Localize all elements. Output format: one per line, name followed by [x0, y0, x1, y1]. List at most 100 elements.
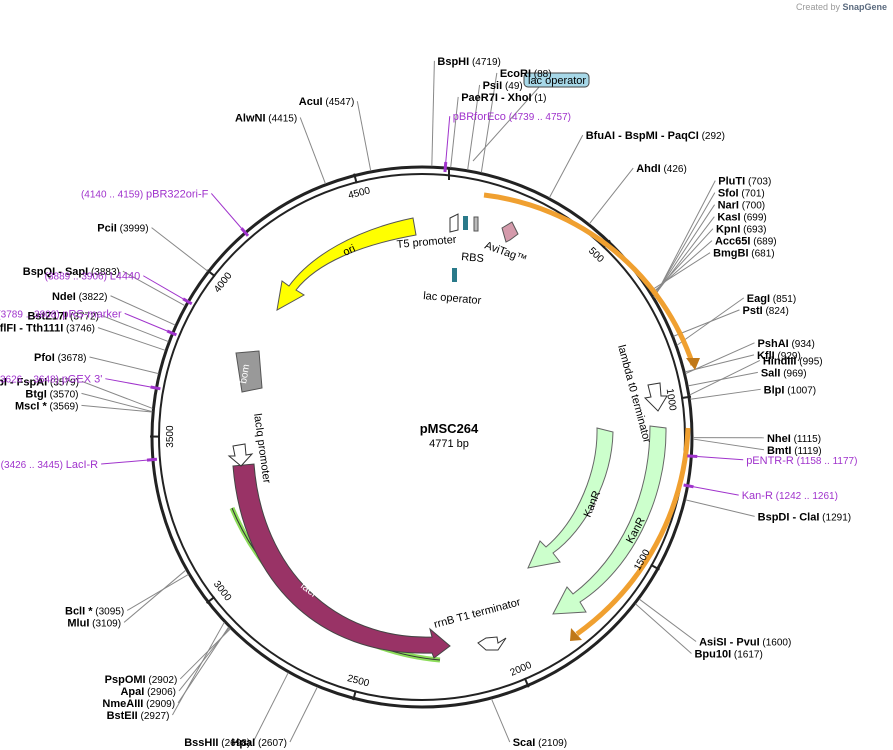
enzyme-site[interactable]: MscI * (3569) — [15, 400, 78, 412]
enzyme-site[interactable]: SalI (969) — [761, 367, 807, 379]
orf-arc-kanr-outer-arrow — [686, 358, 700, 370]
primer-label[interactable]: (3889 .. 3906) L4440 — [45, 271, 141, 283]
enzyme-name: AlwNI — [235, 112, 266, 124]
enzyme-site[interactable]: KpnI (693) — [716, 224, 767, 236]
primer-leader — [445, 116, 451, 163]
enzyme-position: (700) — [739, 201, 765, 212]
enzyme-site[interactable]: KasI (699) — [717, 212, 766, 224]
enzyme-position: (4415) — [266, 113, 298, 124]
enzyme-site[interactable]: BstZ17I (3772) — [27, 311, 98, 323]
enzyme-leader — [653, 204, 716, 297]
enzyme-site[interactable]: NarI (700) — [718, 200, 766, 212]
primer-label[interactable]: Kan-R (1242 .. 1261) — [742, 490, 838, 502]
enzyme-site[interactable]: PluTI (703) — [718, 176, 771, 188]
enzyme-site[interactable]: NdeI (3822) — [52, 291, 108, 303]
enzyme-position: (1007) — [784, 385, 816, 396]
primer-labels: pBRforEco (4739 .. 4757) (4140 .. 4159) p… — [0, 111, 857, 502]
enzyme-site[interactable]: BmtI (1119) — [767, 445, 822, 457]
enzyme-site[interactable]: PspOMI (2902) — [105, 674, 178, 686]
primer-leader — [101, 459, 148, 465]
enzyme-leader — [151, 227, 209, 272]
enzyme-position: (426) — [661, 164, 687, 175]
enzyme-position: (88) — [531, 69, 552, 80]
enzyme-position: (2607) — [255, 738, 287, 749]
enzyme-name: ScaI — [513, 737, 536, 749]
enzyme-site[interactable]: HpaI (2607) — [231, 737, 287, 749]
primer-label[interactable]: (3789 .. 3808) pRS-marker — [0, 308, 122, 320]
enzyme-name: KpnI — [716, 224, 740, 236]
enzyme-site[interactable]: PaeR7I - XhoI (1) — [461, 92, 546, 104]
enzyme-site[interactable]: BclI * (3095) — [65, 605, 124, 617]
enzyme-label: ScaI (2109) — [513, 737, 567, 749]
enzyme-site[interactable]: ScaI (2109) — [513, 737, 567, 749]
enzyme-leader — [673, 309, 740, 337]
enzyme-site[interactable]: BspDI - ClaI (1291) — [758, 511, 851, 523]
enzyme-leader — [356, 101, 372, 171]
enzyme-site[interactable]: EagI (851) — [747, 293, 796, 305]
enzyme-site[interactable]: BtgI (3570) — [25, 388, 78, 400]
enzyme-site[interactable]: MluI (3109) — [67, 617, 121, 629]
enzyme-site[interactable]: ApaI (2906) — [120, 686, 176, 698]
enzyme-site[interactable]: EcoRI (88) — [500, 68, 552, 80]
primer-mark — [182, 297, 193, 306]
enzyme-site[interactable]: PshAI (934) — [758, 338, 815, 350]
enzyme-label: SalI (969) — [761, 367, 807, 379]
enzyme-name: PaeR7I — [461, 92, 498, 104]
enzyme-label: BspHI (4719) — [437, 56, 500, 68]
enzyme-name: MscI * — [15, 400, 48, 412]
enzyme-name: BspHI — [437, 56, 469, 68]
primer-label[interactable]: pBRforEco (4739 .. 4757) — [453, 111, 571, 123]
enzyme-site[interactable]: BspHI (4719) — [437, 56, 500, 68]
enzyme-site[interactable]: PsiI (49) — [483, 80, 523, 92]
enzyme-position: (3883) — [88, 267, 120, 278]
enzyme-name: PshAI — [758, 338, 789, 350]
enzyme-site[interactable]: NheI (1115) — [767, 433, 821, 445]
primer-name: pBRforEco — [453, 111, 506, 123]
enzyme-name: KflI — [757, 350, 775, 362]
primer-leader — [143, 275, 184, 300]
enzyme-site[interactable]: BspQI - SapI (3883) — [23, 266, 120, 278]
enzyme-leader — [450, 96, 459, 168]
avitag-label: AviTag™ — [483, 240, 528, 266]
enzyme-label: PshAI (934) — [758, 338, 815, 350]
enzyme-site[interactable]: AlwNI (4415) — [235, 112, 297, 124]
enzyme-site[interactable]: BmgBI (681) — [713, 248, 775, 260]
primer-leader — [210, 193, 242, 229]
enzyme-name: HindIII — [763, 355, 797, 367]
enzyme-site[interactable]: Bpu10I (1617) — [694, 649, 762, 661]
enzyme-site[interactable]: PstI (824) — [742, 305, 788, 317]
enzyme-site[interactable]: HindIII (995) — [763, 355, 823, 367]
primer-label[interactable]: (3426 .. 3445) LacI-R — [1, 459, 99, 471]
enzyme-position: (3999) — [117, 224, 149, 235]
enzyme-site[interactable]: BlpI (1007) — [764, 384, 816, 396]
enzyme-leader — [685, 499, 755, 517]
enzyme-name: BfuAI — [586, 130, 615, 142]
orf-arc-lower-arrow — [570, 628, 582, 641]
enzyme-position: (934) — [789, 339, 815, 350]
enzyme-site[interactable]: PfoI (3678) — [34, 352, 86, 364]
tick-label: 2500 — [346, 673, 371, 689]
primer-label[interactable]: (3626 .. 3648) pGEX 3' — [0, 374, 102, 386]
enzyme-site[interactable]: KflI (929) — [757, 350, 801, 362]
enzyme-site[interactable]: BfuAI - BspMI - PaqCI (292) — [586, 130, 725, 142]
enzyme-site[interactable]: BssHII (2698) — [184, 737, 250, 749]
enzyme-site[interactable]: Acc65I (689) — [715, 236, 777, 248]
enzyme-label: EagI (851) — [747, 293, 796, 305]
tick-label: 1000 — [664, 388, 678, 412]
enzyme-site[interactable]: BstEII (2927) — [107, 710, 170, 722]
enzyme-site[interactable]: SfoI (701) — [718, 188, 765, 200]
enzyme-leader — [588, 167, 634, 225]
enzyme-site[interactable]: AcuI (4547) — [299, 96, 355, 108]
enzyme-site[interactable]: PflFI - Tth111I (3746) — [0, 323, 95, 335]
enzyme-name: FspI — [0, 376, 7, 388]
primer-label[interactable]: pENTR-R (1158 .. 1177) — [746, 455, 857, 467]
primer-range: (3789 .. 3808) — [0, 309, 62, 320]
enzyme-position: (2902) — [146, 675, 178, 686]
enzyme-site[interactable]: PciI (3999) — [97, 223, 148, 235]
enzyme-site[interactable]: NmeAIII (2909) — [102, 698, 175, 710]
enzyme-site[interactable]: AhdI (426) — [636, 163, 687, 175]
primer-label[interactable]: (4140 .. 4159) pBR322ori-F — [81, 188, 209, 200]
enzyme-site[interactable]: AsiSI - PvuI (1600) — [699, 637, 791, 649]
enzyme-site[interactable]: FspI - FspAI (3579) — [0, 376, 79, 388]
lac-operator-box-1 — [463, 216, 468, 230]
